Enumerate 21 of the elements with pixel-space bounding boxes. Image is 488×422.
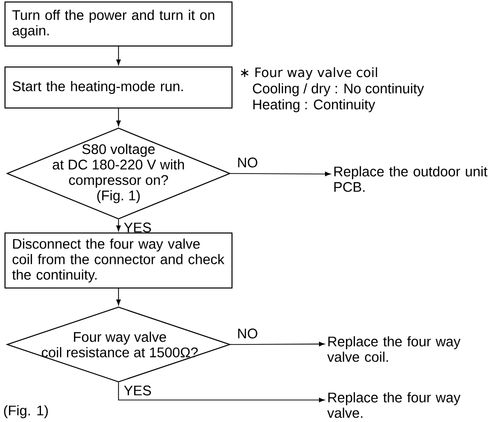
arrow	[116, 219, 121, 232]
process-box: Start the heating-mode run.	[4, 66, 232, 108]
edge-label: YES	[124, 386, 151, 396]
edge-label: YES	[124, 222, 151, 232]
result-text: Replace the outdoor unit PCB.	[334, 166, 488, 192]
result-text: Replace the four way valve.	[327, 392, 460, 418]
process-box: Disconnect the four way valve coil from the connector and check the continuity.	[4, 232, 232, 288]
note-text: Cooling / dry : No continuity	[252, 83, 424, 96]
arrow	[118, 382, 325, 402]
result-text: Replace the four way valve coil.	[327, 336, 460, 362]
process-box: Turn off the power and turn it on again.	[4, 2, 232, 46]
figure-reference: (Fig. 1)	[4, 405, 48, 418]
edge-label: NO	[238, 158, 258, 168]
edge-label: NO	[238, 328, 258, 338]
arrow	[116, 108, 121, 126]
arrow	[116, 288, 121, 306]
arrow	[116, 46, 121, 66]
note-text: Heating : Continuity	[253, 99, 376, 112]
note-text: ∗ Four way valve coil	[240, 67, 378, 80]
arrow	[230, 342, 325, 346]
arrow	[230, 172, 331, 176]
